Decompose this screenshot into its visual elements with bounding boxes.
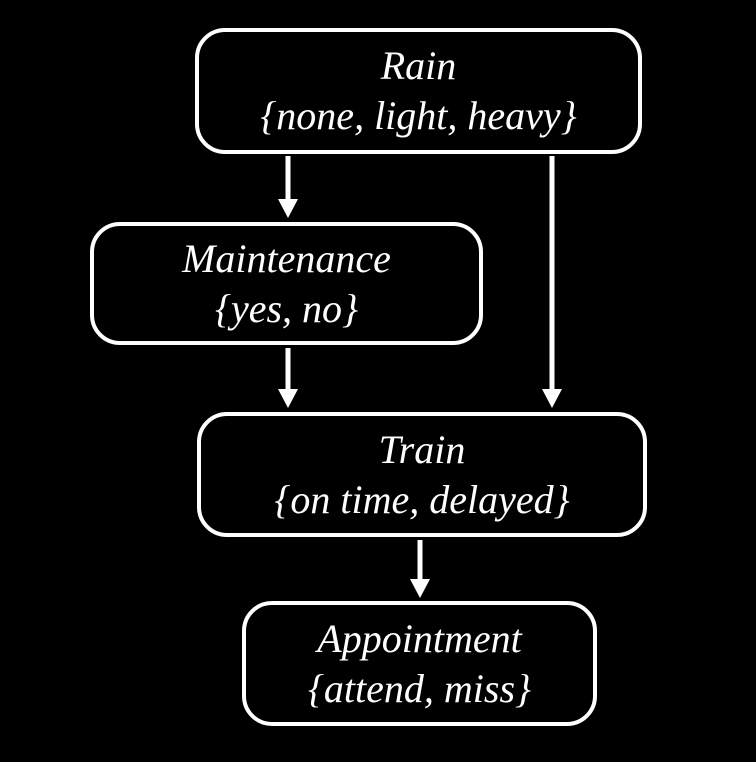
node-train-domain: {on time, delayed} [274,476,570,522]
node-rain-label: Rain [380,43,457,88]
arrowhead-icon [278,389,298,408]
arrowhead-icon [410,579,430,598]
edge-rain-maintenance [278,156,298,218]
node-maintenance-label: Maintenance [182,235,391,281]
node-appointment-domain: {attend, miss} [307,665,532,711]
arrowhead-icon [542,389,562,408]
node-rain: Rain {none, light, heavy} [195,28,642,154]
edge-rain-train [542,156,562,408]
node-appointment: Appointment {attend, miss} [242,601,597,726]
node-train: Train {on time, delayed} [197,412,647,537]
edge-train-appointment [410,540,430,598]
node-train-label: Train [378,426,466,472]
arrowhead-icon [278,199,298,218]
node-maintenance-domain: {yes, no} [214,285,359,331]
node-appointment-label: Appointment [317,615,522,661]
node-rain-domain: {none, light, heavy} [260,93,577,138]
edge-maintenance-train [278,348,298,408]
node-maintenance: Maintenance {yes, no} [90,222,483,345]
